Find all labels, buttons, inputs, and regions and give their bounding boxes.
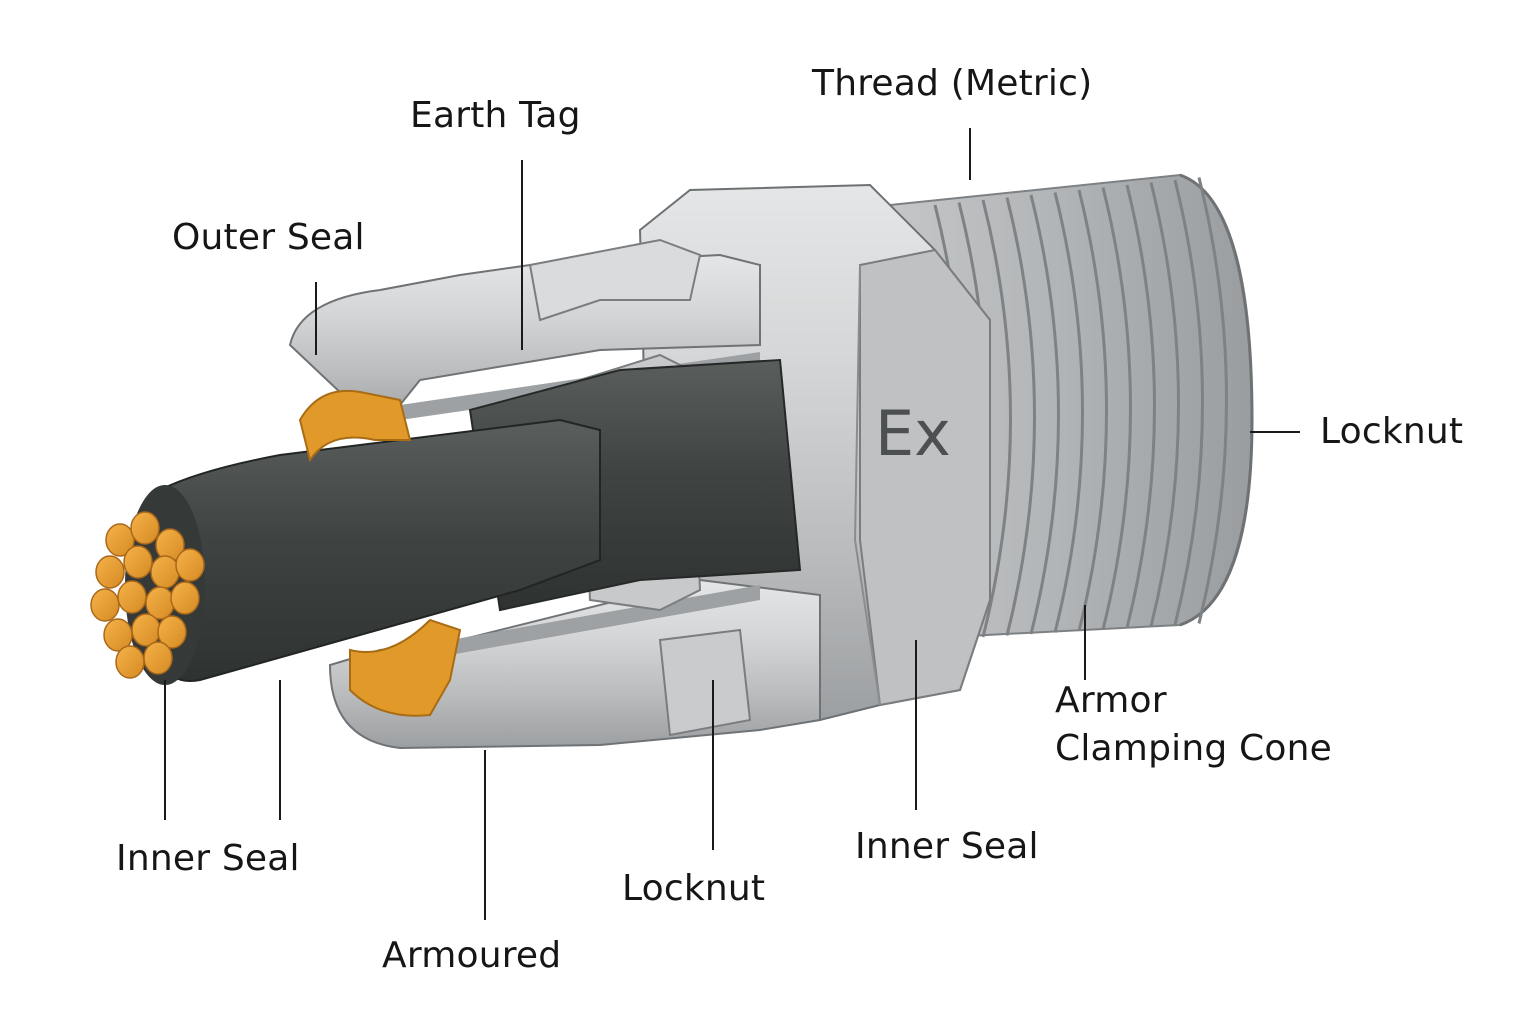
thread-groove	[1149, 182, 1180, 627]
leader-lines	[164, 128, 1300, 920]
copper-strand	[95, 555, 125, 589]
thread-groove	[1173, 179, 1204, 626]
orange-seal-upper	[298, 389, 412, 463]
label-armor-line2: Clamping Cone	[1055, 728, 1332, 769]
thread-groove	[1029, 194, 1060, 635]
label-thread-metric: Thread (Metric)	[812, 63, 1093, 104]
copper-strand	[105, 523, 135, 557]
copper-strand	[117, 580, 147, 614]
copper-conductor-strands	[90, 511, 205, 679]
label-inner-seal-right: Inner Seal	[855, 826, 1039, 867]
copper-strand	[123, 545, 153, 579]
outer-shell-lower	[328, 578, 821, 750]
label-outer-seal: Outer Seal	[172, 217, 365, 258]
copper-strand	[175, 548, 205, 582]
thread-groove	[981, 199, 1012, 638]
copper-strand	[90, 588, 120, 622]
ex-marking: Ex	[875, 397, 951, 470]
thread-groove	[1077, 189, 1108, 632]
copper-strand	[170, 581, 200, 615]
label-armoured: Armoured	[382, 935, 562, 976]
thread-groove	[1125, 184, 1156, 629]
label-inner-seal-left: Inner Seal	[116, 838, 300, 879]
copper-strand	[143, 641, 173, 675]
copper-strand	[150, 555, 180, 589]
thread-groove	[1101, 187, 1132, 630]
label-locknut-right: Locknut	[1320, 411, 1464, 452]
thread-groove	[1053, 192, 1084, 633]
orange-seal-lower	[349, 618, 462, 717]
thread-groove	[1197, 177, 1228, 624]
copper-strand	[115, 645, 145, 679]
copper-strand	[131, 613, 161, 647]
copper-strand	[130, 511, 160, 545]
thread-groove	[1005, 197, 1036, 636]
copper-strand	[157, 615, 187, 649]
label-locknut-bottom: Locknut	[622, 868, 766, 909]
label-earth-tag: Earth Tag	[410, 95, 581, 136]
label-armor-line1: Armor	[1055, 680, 1167, 721]
